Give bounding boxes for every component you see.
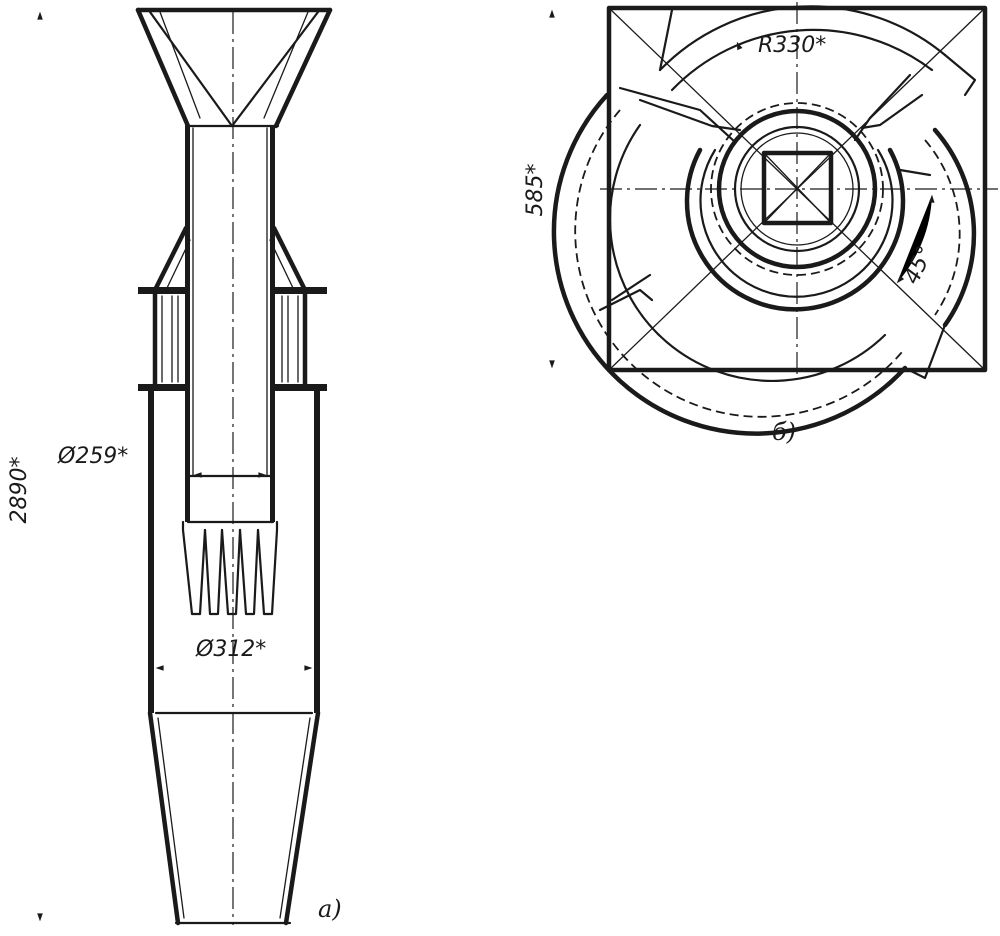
view-b-caption: б)	[772, 418, 796, 446]
inlet-channels	[618, 73, 932, 177]
inner-diameter-label: Ø259*	[57, 444, 128, 469]
side-label: 585*	[523, 164, 548, 217]
inner-pipe	[185, 126, 275, 524]
view-b-plan-view: 585* R330* 45° б)	[523, 2, 998, 446]
guide-vanes	[181, 520, 279, 616]
cyclone-body	[148, 391, 320, 715]
angle-arc	[896, 194, 935, 284]
outer-volute	[551, 5, 977, 436]
angle-label: 45°	[900, 242, 939, 288]
central-outlet	[761, 150, 834, 226]
view-a-side-section: 2890* Ø259* Ø312* a)	[7, 7, 342, 926]
view-a-caption: a)	[318, 895, 342, 923]
height-label: 2890*	[7, 457, 32, 524]
radius-label: R330*	[758, 33, 826, 58]
inner-rings	[684, 102, 906, 312]
shoulder-cone	[152, 225, 308, 293]
body-diameter-label: Ø312*	[195, 637, 266, 662]
inlet-chamber	[138, 287, 327, 391]
discharge-cone	[147, 710, 321, 926]
inlet-funnel	[135, 7, 333, 129]
